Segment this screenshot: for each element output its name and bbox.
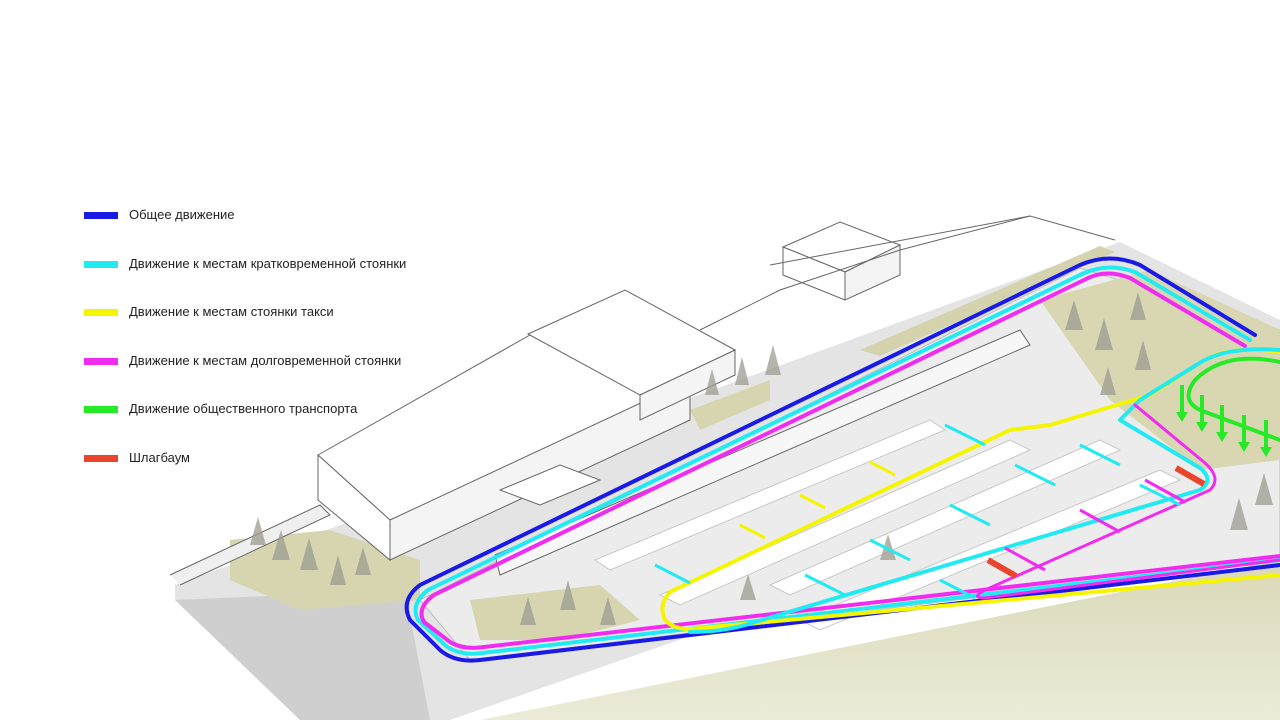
legend-swatch (84, 260, 118, 268)
tree-icon (1135, 340, 1151, 370)
tree-icon (250, 517, 266, 545)
legend-label: Шлагбаум (129, 449, 190, 465)
taxi-bay-arrow (869, 460, 896, 477)
legend-swatch (84, 212, 118, 219)
tree-icon (1130, 292, 1146, 320)
rear-building-front (782, 246, 846, 301)
tree-icon (880, 534, 896, 560)
bus-bay-arrowhead (1216, 432, 1228, 442)
legend-item-short-term: Движение к местам кратковременной стоянк… (84, 254, 406, 303)
legend-item-general: Общее движение (84, 205, 406, 254)
legend-label: Движение к местам долговременной стоянки (129, 352, 402, 368)
bay-arrows (654, 423, 1186, 600)
tree-icon (735, 357, 749, 385)
parking-row (658, 439, 1032, 606)
parking-row (798, 469, 1182, 631)
short-term-bay-arrow (804, 573, 846, 597)
short-term-bay-arrow (654, 563, 691, 585)
buildings (169, 215, 1116, 586)
long-term-bay-arrow (1079, 508, 1121, 534)
legend-label: Движение к местам стоянки такси (129, 304, 334, 320)
rear-wall (699, 215, 1116, 331)
trees (250, 292, 1273, 625)
tree-icon (1095, 318, 1113, 350)
terminal-upper-block-side (639, 349, 736, 421)
legend-item-public-transport: Движение общественного транспорта (84, 399, 406, 448)
short-term-bay-arrow (1014, 463, 1056, 487)
taxi-bay-arrow (799, 493, 826, 510)
traffic-routes (404, 256, 1280, 663)
barrier-gate (1174, 465, 1206, 487)
tree-icon (1230, 498, 1248, 530)
legend-swatch (84, 406, 118, 414)
legend-label: Движение к местам кратковременной стоянк… (129, 255, 407, 271)
left-road (175, 590, 430, 720)
barriers (986, 465, 1206, 579)
tree-icon (560, 580, 576, 610)
hill-terrain (480, 560, 1280, 720)
short-term-bay-arrow (1139, 483, 1181, 507)
tree-icon (330, 555, 346, 585)
parking-rows (593, 419, 1182, 631)
parking-row (768, 439, 1122, 596)
legend-item-taxi: Движение к местам стоянки такси (84, 302, 406, 351)
bus-bay-arrowhead (1238, 442, 1250, 452)
tree-icon (740, 574, 756, 600)
legend: Общее движение Движение к местам кратков… (84, 205, 406, 497)
tree-icon (520, 597, 536, 625)
tree-icon (1100, 367, 1116, 395)
parking-row (593, 419, 947, 571)
route-long-term (419, 271, 1280, 650)
short-term-bay-arrow (869, 538, 911, 562)
rear-wall-2 (769, 215, 1031, 266)
upper-grass-strip (860, 246, 1115, 356)
tree-icon (355, 547, 371, 575)
short-term-bay-arrow (949, 503, 991, 527)
small-pavilion (498, 464, 602, 506)
tree-icon (765, 345, 781, 375)
barrier-gate (986, 557, 1018, 579)
bus-bay-arrowhead (1260, 447, 1272, 457)
bus-bay-arrowhead (1196, 422, 1208, 432)
legend-swatch (84, 454, 118, 462)
bus-bays (1176, 385, 1272, 457)
mid-grass-area (690, 380, 770, 430)
legend-swatch (84, 309, 118, 317)
route-public-transport (1186, 356, 1280, 442)
tree-icon (300, 538, 318, 570)
taxi-bay-arrow (739, 523, 766, 540)
route-general (404, 256, 1280, 663)
tree-icon (1255, 473, 1273, 505)
tree-icon (272, 530, 290, 560)
bottom-grass-area (470, 585, 640, 640)
legend-label: Общее движение (129, 207, 235, 222)
short-term-bay-arrow (939, 578, 976, 600)
legend-label: Движение общественного транспорта (129, 401, 358, 417)
terminal-building-side (389, 379, 691, 561)
legend-item-barrier: Шлагбаум (84, 448, 406, 497)
legend-swatch (84, 357, 118, 365)
tree-icon (1065, 300, 1083, 330)
tree-icon (600, 597, 616, 625)
short-term-bay-arrow (944, 423, 986, 447)
legend-item-long-term: Движение к местам долговременной стоянки (84, 351, 406, 400)
short-term-bay-arrow (1079, 443, 1121, 467)
route-long-term-inner (976, 403, 1280, 600)
route-short-term-inner (688, 347, 1280, 634)
canopy-structure (494, 329, 1031, 576)
route-short-term (413, 265, 1280, 656)
tree-icon (705, 369, 719, 395)
long-term-bay-arrow (1004, 546, 1046, 572)
long-term-bay-arrow (1144, 478, 1186, 504)
bus-bay-arrowhead (1176, 412, 1188, 422)
